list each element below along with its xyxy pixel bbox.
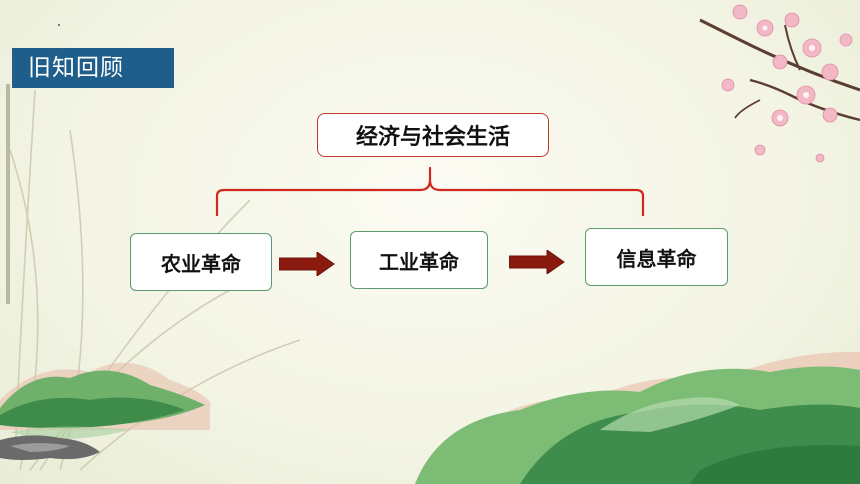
diagram-root-box: 经济与社会生活: [317, 113, 549, 157]
green-hills-left: [0, 362, 210, 440]
green-hills-right: [415, 351, 860, 484]
node-industrial-revolution: 工业革命: [350, 231, 488, 289]
plum-blossom-branch: [699, 4, 860, 163]
rock: [0, 435, 100, 460]
curly-bracket: [215, 166, 645, 216]
arrow-right-icon: [279, 252, 335, 276]
left-accent-bar: [6, 84, 10, 304]
node-agricultural-revolution: 农业革命: [130, 233, 272, 291]
node-information-revolution: 信息革命: [585, 228, 728, 286]
section-title: 旧知回顾: [12, 48, 174, 88]
arrow-right-icon: [509, 250, 565, 274]
